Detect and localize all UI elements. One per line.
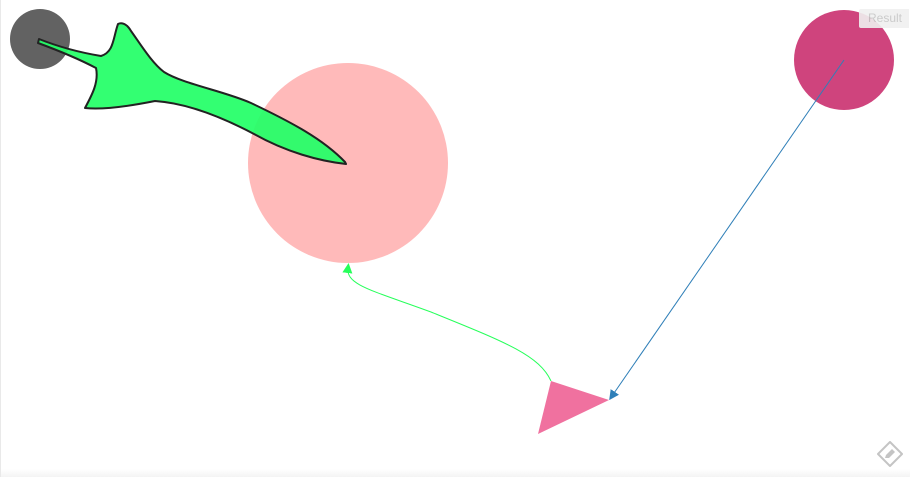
pencil-edit-icon[interactable]: [877, 441, 903, 467]
result-tab[interactable]: Result: [859, 9, 909, 28]
pink-triangle[interactable]: [538, 381, 609, 434]
green-fish-shape[interactable]: [37, 22, 347, 165]
green-curved-arrow[interactable]: [342, 263, 552, 382]
pink-circle[interactable]: [248, 63, 448, 263]
blue-straight-arrow[interactable]: [609, 59, 845, 401]
result-tab-label: Result: [867, 11, 902, 25]
edit-icon-diamond: [877, 441, 903, 467]
footer-bar: [1, 469, 910, 477]
edit-icon-pencil: [885, 449, 895, 458]
